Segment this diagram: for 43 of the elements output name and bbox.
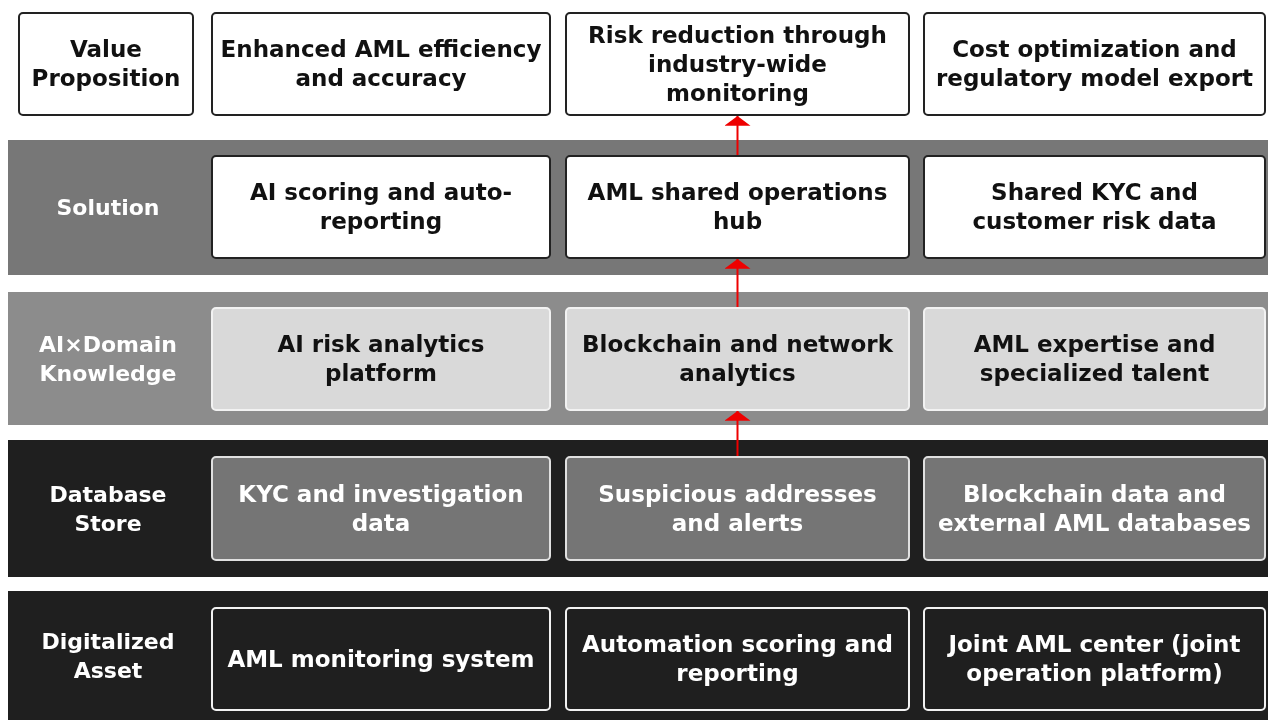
solution-box <box>565 155 910 259</box>
box-text: AML expertise and specialized talent <box>972 330 1217 388</box>
box-text: Enhanced AML efficiency and accuracy <box>219 35 543 93</box>
box-text: Blockchain data and external AML databases <box>937 479 1252 538</box>
asset-box <box>923 607 1266 711</box>
layer-label: Database Store <box>48 480 168 538</box>
solution-box <box>923 155 1266 259</box>
box-text: Risk reduction through industry-wide monitoring <box>587 20 888 108</box>
data-box <box>211 456 551 561</box>
box-text: AML monitoring system <box>226 644 536 674</box>
layer-label: Digitalized Asset <box>40 627 176 685</box>
value-box <box>18 12 194 116</box>
value-box <box>211 12 551 116</box>
capability-box <box>211 307 551 411</box>
box-text: Blockchain and network analytics <box>581 330 894 388</box>
value-box <box>923 12 1266 116</box>
box-text: Automation scoring and reporting <box>580 630 895 688</box>
layer-label: AI×Domain Knowledge <box>38 330 178 388</box>
value-box <box>565 12 910 116</box>
asset-box <box>565 607 910 711</box>
box-text: Cost optimization and regulatory model export <box>934 35 1255 93</box>
asset-box <box>211 607 551 711</box>
band <box>8 591 1268 720</box>
box-text: Suspicious addresses and alerts <box>597 479 878 538</box>
up-arrow <box>724 410 751 457</box>
layer-label: Value Proposition <box>30 35 182 93</box>
box-text: AI scoring and auto-reporting <box>248 178 514 236</box>
up-arrow <box>724 258 751 308</box>
data-box <box>565 456 910 561</box>
box-text: Joint AML center (joint operation platform) <box>946 630 1242 688</box>
data-box <box>923 456 1266 561</box>
box-text: AML shared operations hub <box>586 178 889 236</box>
box-text: KYC and investigation data <box>237 479 525 538</box>
band <box>8 140 1268 275</box>
band <box>8 440 1268 577</box>
box-text: AI risk analytics platform <box>276 330 486 388</box>
box-text: Shared KYC and customer risk data <box>971 178 1218 236</box>
band <box>8 292 1268 425</box>
capability-box <box>565 307 910 411</box>
solution-box <box>211 155 551 259</box>
up-arrow <box>724 115 751 156</box>
capability-box <box>923 307 1266 411</box>
layer-label: Solution <box>55 194 161 222</box>
